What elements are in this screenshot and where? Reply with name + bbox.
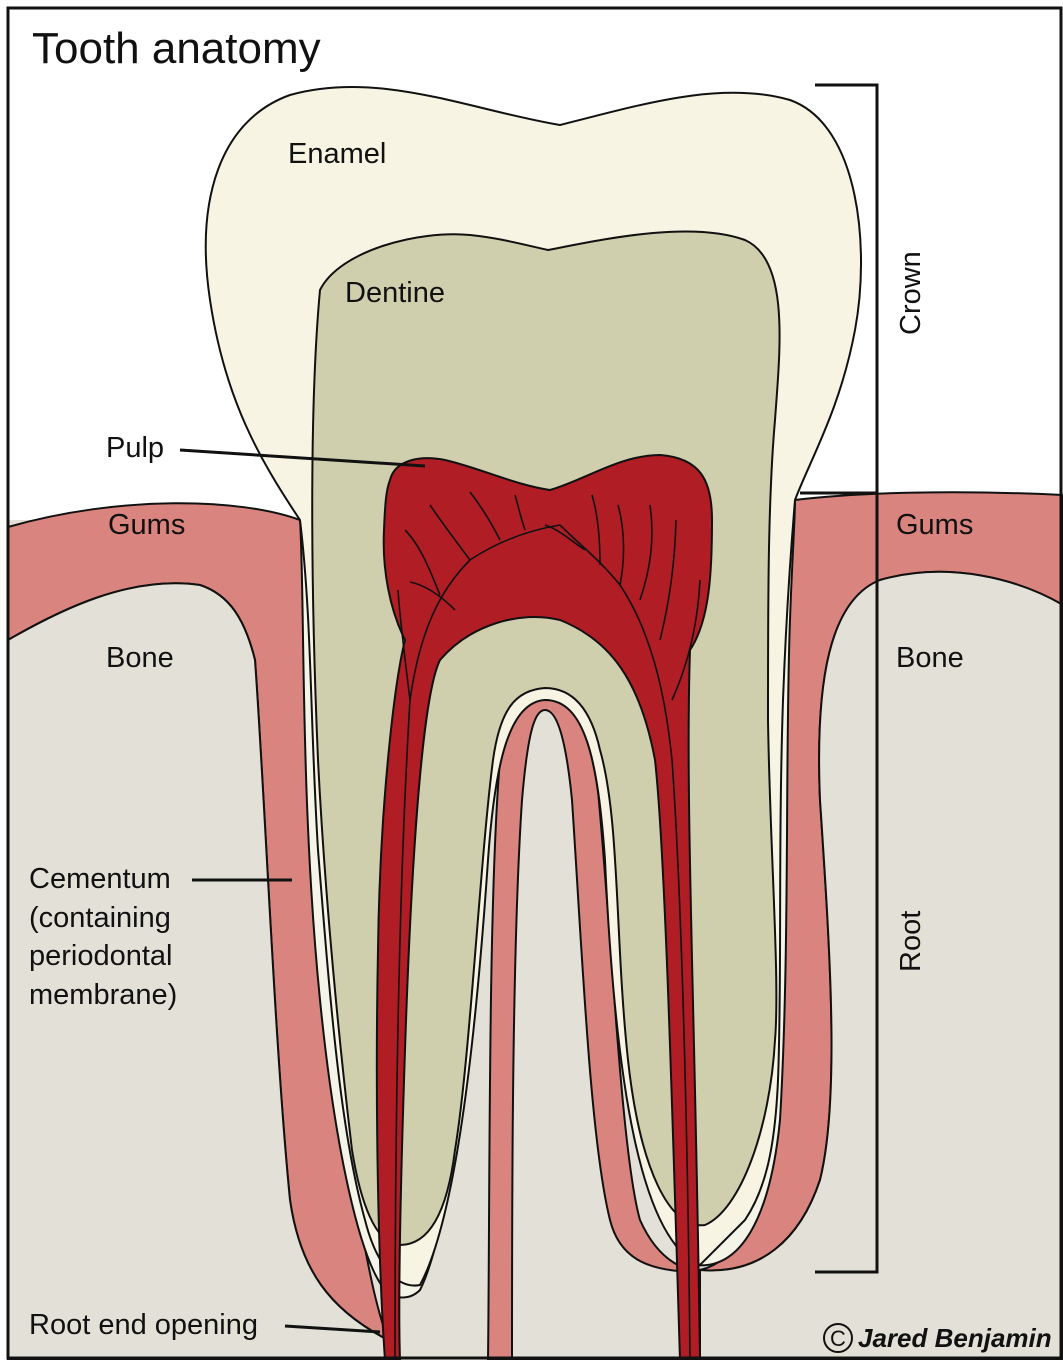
- label-crown: Crown: [895, 251, 927, 335]
- label-cementum-line-2: (containing: [29, 902, 171, 934]
- label-root: Root: [895, 911, 927, 972]
- copyright-symbol: C: [830, 1326, 846, 1351]
- label-bone-left: Bone: [106, 642, 174, 674]
- label-cementum-line-4: membrane): [29, 979, 177, 1011]
- label-dentine: Dentine: [345, 277, 445, 309]
- label-gums-left: Gums: [108, 509, 185, 541]
- label-gums-right: Gums: [896, 509, 973, 541]
- label-pulp: Pulp: [106, 432, 164, 464]
- diagram-title: Tooth anatomy: [32, 24, 321, 73]
- label-cementum-line-1: Cementum: [29, 863, 171, 895]
- copyright-notice: C Jared Benjamin: [824, 1323, 1052, 1353]
- label-root-end-opening: Root end opening: [29, 1309, 258, 1341]
- label-cementum-line-3: periodontal: [29, 940, 173, 972]
- label-bone-right: Bone: [896, 642, 964, 674]
- copyright-author: Jared Benjamin: [858, 1323, 1052, 1353]
- label-enamel: Enamel: [288, 138, 386, 170]
